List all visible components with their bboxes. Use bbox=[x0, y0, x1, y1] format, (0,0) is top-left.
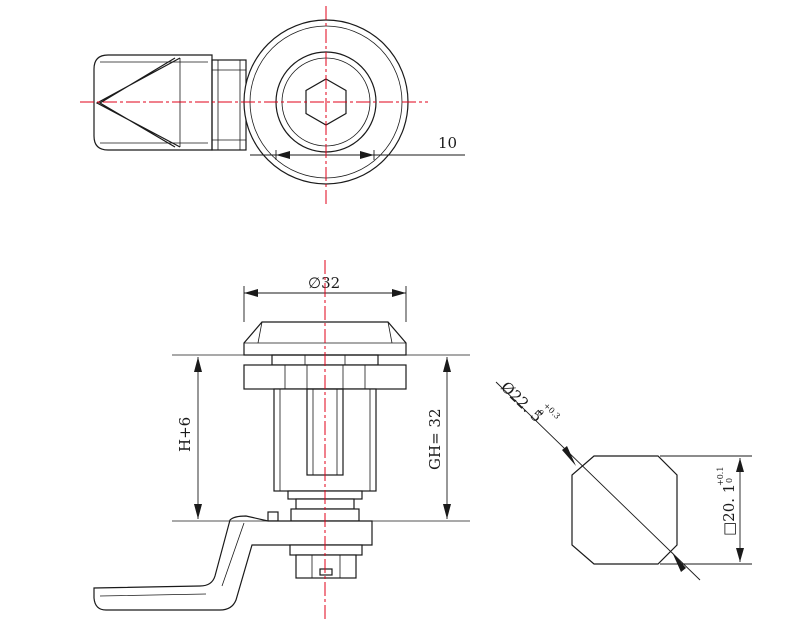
svg-text:0: 0 bbox=[536, 408, 546, 418]
svg-text:+0.1: +0.1 bbox=[716, 467, 725, 486]
slot-width-label: 10 bbox=[438, 134, 457, 152]
top-cam-chevron bbox=[95, 57, 181, 148]
cutout-flat-label: □20. 1 bbox=[720, 484, 738, 536]
head-diameter-label: ∅32 bbox=[308, 274, 340, 292]
top-view: 10 bbox=[80, 6, 465, 207]
top-cam-lever bbox=[93, 54, 213, 151]
cutout-view: Ø22. 5 +0.3 0 □20. 1 +0.1 0 bbox=[495, 378, 752, 581]
height-right-label: GH= 32 bbox=[426, 409, 444, 471]
top-nut bbox=[211, 59, 247, 151]
cutout-diameter-label: Ø22. 5 bbox=[497, 378, 546, 426]
panel-cutout-shape bbox=[571, 455, 678, 565]
svg-text:0: 0 bbox=[725, 478, 734, 483]
side-bottom-nut bbox=[295, 554, 357, 579]
side-lever-arm bbox=[93, 515, 373, 611]
side-view: ∅32 H+6 GH= 32 bbox=[93, 260, 470, 620]
height-left-label: H+6 bbox=[176, 417, 194, 452]
